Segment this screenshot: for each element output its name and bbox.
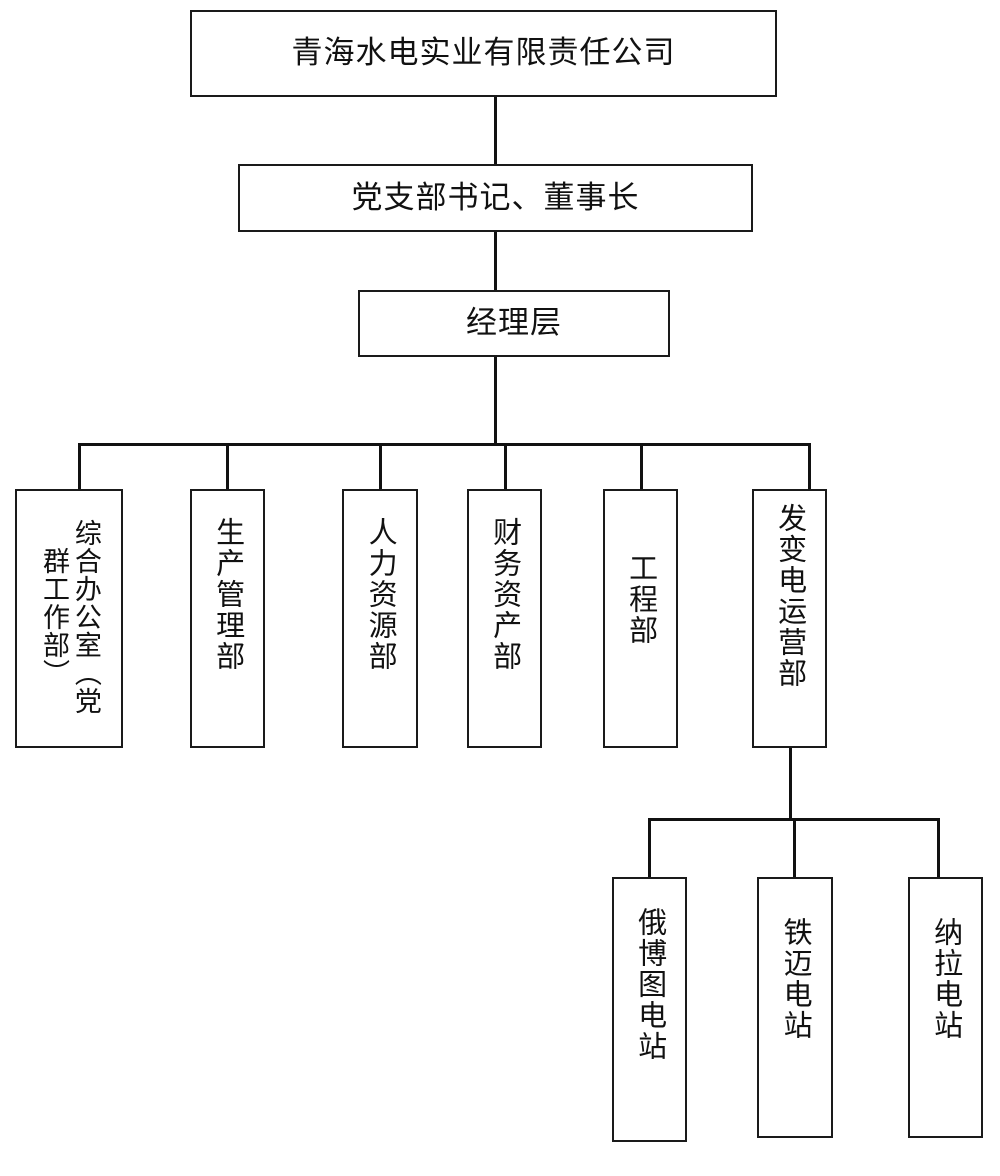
connector-bus-to-dept-2 [226,443,229,490]
node-station-nala[interactable]: 纳拉电站 [908,877,983,1138]
node-department-production-management[interactable]: 生产管理部 [190,489,265,748]
node-station-ebotu-label: 俄博图电站 [633,907,666,1062]
connector-chairman-to-management [494,232,497,290]
node-department-finance-assets[interactable]: 财务资产部 [467,489,542,748]
node-management[interactable]: 经理层 [358,290,670,357]
node-department-comprehensive-office[interactable]: 综合办公室（党群工作部） [15,489,123,748]
connector-bus-to-station-2 [793,818,796,878]
node-department-power-transmission-operation-label: 发变电运营部 [773,503,806,689]
connector-bus-to-dept-3 [379,443,382,490]
node-station-tiemai-label: 铁迈电站 [779,917,812,1041]
node-management-label: 经理层 [466,305,562,341]
node-department-engineering[interactable]: 工程部 [603,489,678,748]
connector-bus-to-dept-4 [504,443,507,490]
connector-management-to-bus [494,357,497,445]
node-company[interactable]: 青海水电实业有限责任公司 [190,10,777,97]
node-department-production-management-label: 生产管理部 [211,517,244,672]
node-company-label: 青海水电实业有限责任公司 [291,35,676,71]
node-department-human-resources[interactable]: 人力资源部 [342,489,418,748]
node-department-finance-assets-label: 财务资产部 [488,517,521,672]
connector-bus-to-dept-1 [78,443,81,490]
node-department-comprehensive-office-label: 综合办公室（党群工作部） [39,518,101,715]
node-chairman-label: 党支部书记、董事长 [351,179,640,215]
connector-dept6-to-station-bus [789,748,792,820]
node-chairman[interactable]: 党支部书记、董事长 [238,164,753,232]
connector-company-to-chairman [494,97,497,164]
node-department-engineering-label: 工程部 [624,553,657,646]
department-bus-line [78,443,811,446]
node-station-tiemai[interactable]: 铁迈电站 [757,877,833,1138]
connector-bus-to-dept-5 [640,443,643,490]
connector-bus-to-dept-6 [808,443,811,490]
node-department-human-resources-label: 人力资源部 [364,517,397,672]
connector-bus-to-station-3 [937,818,940,878]
node-department-power-transmission-operation[interactable]: 发变电运营部 [752,489,827,748]
node-station-ebotu[interactable]: 俄博图电站 [612,877,687,1142]
connector-bus-to-station-1 [648,818,651,878]
node-station-nala-label: 纳拉电站 [929,917,962,1041]
